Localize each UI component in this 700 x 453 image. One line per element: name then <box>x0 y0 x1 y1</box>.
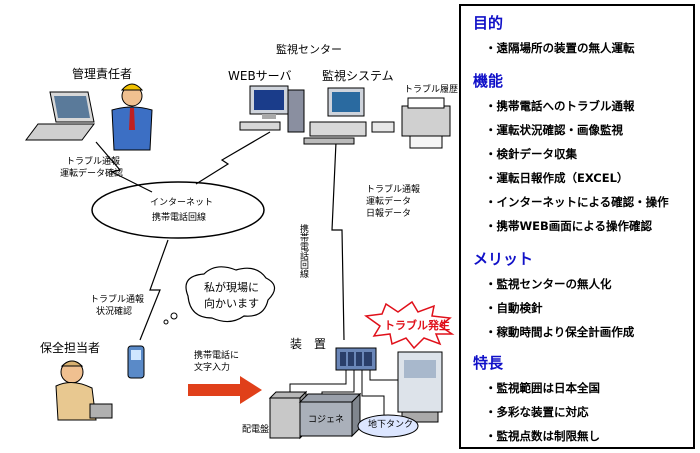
center-label: 監視センター <box>276 43 342 56</box>
maintenance-label: 保全担当者 <box>40 341 101 355</box>
web-server-label: WEBサーバ <box>228 69 292 83</box>
device-label: 装 置 <box>290 337 327 351</box>
monitoring-pc-icon <box>303 87 367 145</box>
maintenance-person-icon <box>55 360 113 421</box>
purpose-item: ・遠隔場所の装置の無人運転 <box>485 41 635 55</box>
section-title-feature: 特長 <box>473 354 504 372</box>
input-arrow <box>188 376 262 404</box>
function-item: ・インターネットによる確認・操作 <box>485 195 669 209</box>
speech-line2: 向かいます <box>204 297 259 310</box>
cogeneration-box <box>298 392 362 438</box>
merit-item: ・自動検針 <box>485 301 543 315</box>
speech-line1: 私が現場に <box>204 281 259 294</box>
manager-label: 管理責任者 <box>72 67 133 81</box>
function-item: ・携帯WEB画面による操作確認 <box>485 219 652 233</box>
function-item: ・携帯電話へのトラブル通報 <box>485 99 635 113</box>
phone-input-line2: 文字入力 <box>194 363 231 373</box>
internet-cloud <box>91 181 265 239</box>
manager-person-icon <box>111 83 153 151</box>
trouble-history-label: トラブル履歴 <box>404 85 459 95</box>
link-center-device <box>331 141 345 341</box>
vertical-link-label: 携帯電話回線 <box>298 224 308 278</box>
speech-bubble <box>163 266 276 325</box>
cogeneration-label: コジェネ <box>308 415 345 425</box>
center-link-line1: トラブル通報 <box>366 185 421 195</box>
merit-item: ・監視センターの無人化 <box>485 277 612 291</box>
section-title-merit: メリット <box>473 250 534 268</box>
trouble-burst <box>364 300 455 350</box>
function-item: ・検針データ収集 <box>485 147 577 161</box>
modem-icon <box>371 121 395 133</box>
underground-tank-label: 地下タンク <box>368 420 414 430</box>
plc-unit-icon <box>335 347 377 371</box>
phone-input-line1: 携帯電話に <box>194 351 240 361</box>
maintenance-link-line2: 状況確認 <box>96 307 133 317</box>
internet-label: インターネット <box>150 198 214 208</box>
merit-item: ・稼動時間より保全計画作成 <box>485 325 635 339</box>
function-item: ・運転日報作成（EXCEL） <box>485 171 629 185</box>
manager-laptop-icon <box>25 91 95 141</box>
printer-icon <box>401 97 451 149</box>
maintenance-link-line1: トラブル通報 <box>90 295 145 305</box>
feature-item: ・監視範囲は日本全国 <box>485 381 600 395</box>
wiring-lines <box>289 370 411 416</box>
manager-link-line1: トラブル通報 <box>66 157 121 167</box>
center-link-line2: 運転データ <box>366 197 412 207</box>
mobile-phone-icon <box>127 345 145 379</box>
underground-tank <box>357 414 419 438</box>
link-center-internet <box>195 131 271 185</box>
section-title-function: 機能 <box>473 72 504 90</box>
link-manager-internet <box>95 141 153 193</box>
feature-item: ・監視点数は制限無し <box>485 429 600 443</box>
link-internet-maintenance <box>139 239 169 341</box>
info-panel: 目的 ・遠隔場所の装置の無人運転 機能 ・携帯電話へのトラブル通報 ・運転状況確… <box>459 4 695 449</box>
web-server-icon <box>239 85 305 133</box>
trouble-burst-label: トラブル発生 <box>384 319 450 332</box>
center-link-line3: 日報データ <box>366 209 412 219</box>
feature-item: ・多彩な装置に対応 <box>485 405 589 419</box>
monitor-system-label: 監視システム <box>322 69 394 83</box>
manager-link-line2: 運転データ確認 <box>60 169 124 179</box>
section-title-purpose: 目的 <box>473 14 504 32</box>
switchboard-label: 配電盤 <box>242 425 270 435</box>
function-item: ・運転状況確認・画像監視 <box>485 123 623 137</box>
mobile-line-label: 携帯電話回線 <box>152 213 207 223</box>
machine-icon <box>397 351 443 423</box>
